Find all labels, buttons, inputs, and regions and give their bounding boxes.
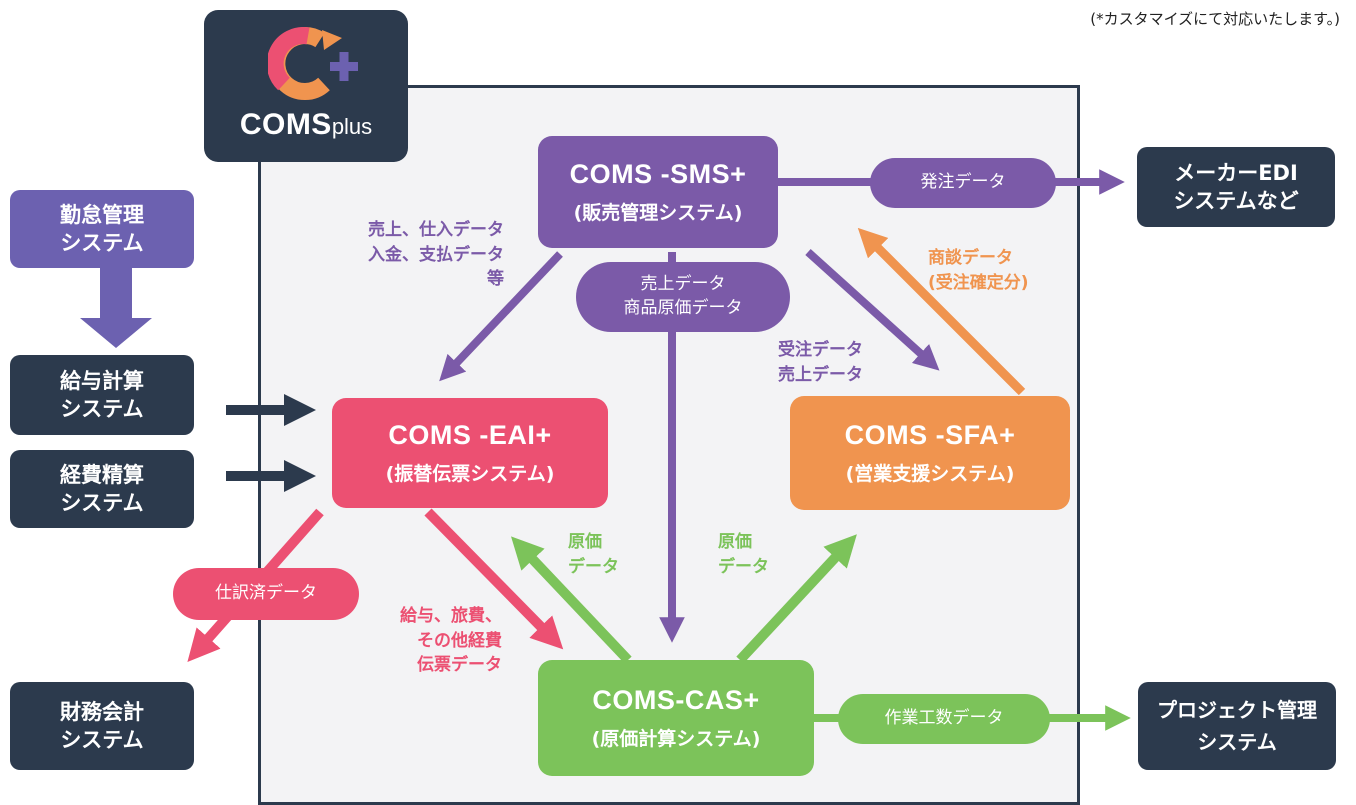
sms-to-sfa-label: 受注データ 売上データ — [778, 338, 898, 387]
cas-system-box: COMS-CAS+ (原価計算システム) — [538, 660, 814, 776]
work-hours-pill: 作業工数データ — [838, 694, 1050, 744]
maker-edi-line1: メーカーEDI — [1174, 160, 1298, 185]
attendance-line2: システム — [60, 231, 144, 255]
cost-left-line1: 原価 — [568, 532, 602, 552]
payroll-line2: システム — [60, 397, 144, 421]
eai-subtitle: (振替伝票システム) — [385, 463, 555, 485]
sms-title: COMS -SMS+ — [569, 159, 747, 189]
project-line1: プロジェクト管理 — [1157, 698, 1317, 722]
journal-data-pill: 仕訳済データ — [173, 568, 359, 620]
eai-to-cas-line2: その他経費 — [417, 630, 502, 651]
payroll-system-box: 給与計算 システム — [10, 355, 194, 435]
sms-to-eai-label: 売上、仕入データ 入金、支払データ 等 — [300, 218, 504, 292]
sms-to-eai-line1: 売上、仕入データ — [368, 220, 504, 240]
sfa-to-sms-line1: 商談データ — [928, 248, 1013, 268]
accounting-system-box: 財務会計 システム — [10, 682, 194, 770]
eai-title: COMS -EAI+ — [388, 420, 552, 450]
sms-to-sfa-line2: 売上データ — [778, 364, 863, 385]
sales-cost-pill: 売上データ 商品原価データ — [576, 262, 790, 332]
sms-system-box: COMS -SMS+ (販売管理システム) — [538, 136, 778, 248]
sfa-to-sms-arrow — [857, 227, 1026, 396]
customization-note: (*カスタマイズにて対応いたします。) — [1090, 10, 1340, 28]
sms-subtitle: (販売管理システム) — [573, 202, 743, 224]
sfa-title: COMS -SFA+ — [844, 420, 1016, 450]
logo-emblem-icon — [268, 27, 358, 101]
maker-edi-line2: システムなど — [1173, 189, 1299, 213]
sms-to-eai-line2: 入金、支払データ — [368, 244, 504, 265]
logo-wordmark: COMSplus — [204, 108, 408, 142]
cas-to-sfa-arrow — [736, 534, 857, 664]
project-line2: システム — [1197, 730, 1277, 754]
sfa-to-sms-line2: (受注確定分) — [928, 272, 1029, 293]
sales-cost-line1: 売上データ — [640, 274, 726, 295]
eai-to-cas-arrow — [424, 508, 564, 650]
sms-to-sfa-arrow — [805, 249, 940, 371]
project-system-box: プロジェクト管理 システム — [1138, 682, 1336, 770]
order-data-pill: 発注データ — [870, 158, 1056, 208]
cost-right-line1: 原価 — [718, 532, 752, 552]
cost-left-label: 原価 データ — [568, 530, 648, 579]
cost-left-line2: データ — [568, 556, 619, 577]
cost-right-label: 原価 データ — [718, 530, 798, 579]
attendance-system-box: 勤怠管理 システム — [10, 190, 194, 268]
eai-system-box: COMS -EAI+ (振替伝票システム) — [332, 398, 608, 508]
sfa-subtitle: (営業支援システム) — [845, 463, 1015, 485]
payroll-line1: 給与計算 — [60, 368, 144, 393]
sms-to-sfa-line1: 受注データ — [778, 340, 863, 360]
logo-suffix-text: plus — [331, 114, 373, 139]
eai-to-cas-line1: 給与、旅費、 — [400, 606, 502, 626]
attendance-to-payroll-arrow — [80, 268, 152, 348]
sales-cost-line2: 商品原価データ — [623, 298, 743, 318]
sms-to-eai-arrow — [439, 251, 563, 382]
attendance-line1: 勤怠管理 — [60, 202, 144, 227]
accounting-line2: システム — [60, 728, 144, 752]
sfa-to-sms-label: 商談データ (受注確定分) — [928, 246, 1068, 295]
cas-title: COMS-CAS+ — [592, 685, 760, 715]
expense-line1: 経費精算 — [60, 462, 144, 487]
expense-line2: システム — [60, 491, 144, 515]
cost-right-line2: データ — [718, 556, 769, 577]
eai-to-cas-line3: 伝票データ — [417, 655, 502, 676]
logo-main-text: COMS — [239, 108, 332, 141]
coms-plus-logo: COMSplus — [204, 10, 408, 162]
sfa-system-box: COMS -SFA+ (営業支援システム) — [790, 396, 1070, 510]
expense-system-box: 経費精算 システム — [10, 450, 194, 528]
accounting-line1: 財務会計 — [60, 699, 144, 724]
sms-to-eai-line3: 等 — [487, 269, 504, 290]
cas-subtitle: (原価計算システム) — [591, 728, 761, 750]
maker-edi-box: メーカーEDI システムなど — [1137, 147, 1335, 227]
cas-to-eai-arrow — [511, 536, 632, 664]
eai-to-cas-label: 給与、旅費、 その他経費 伝票データ — [372, 604, 502, 678]
